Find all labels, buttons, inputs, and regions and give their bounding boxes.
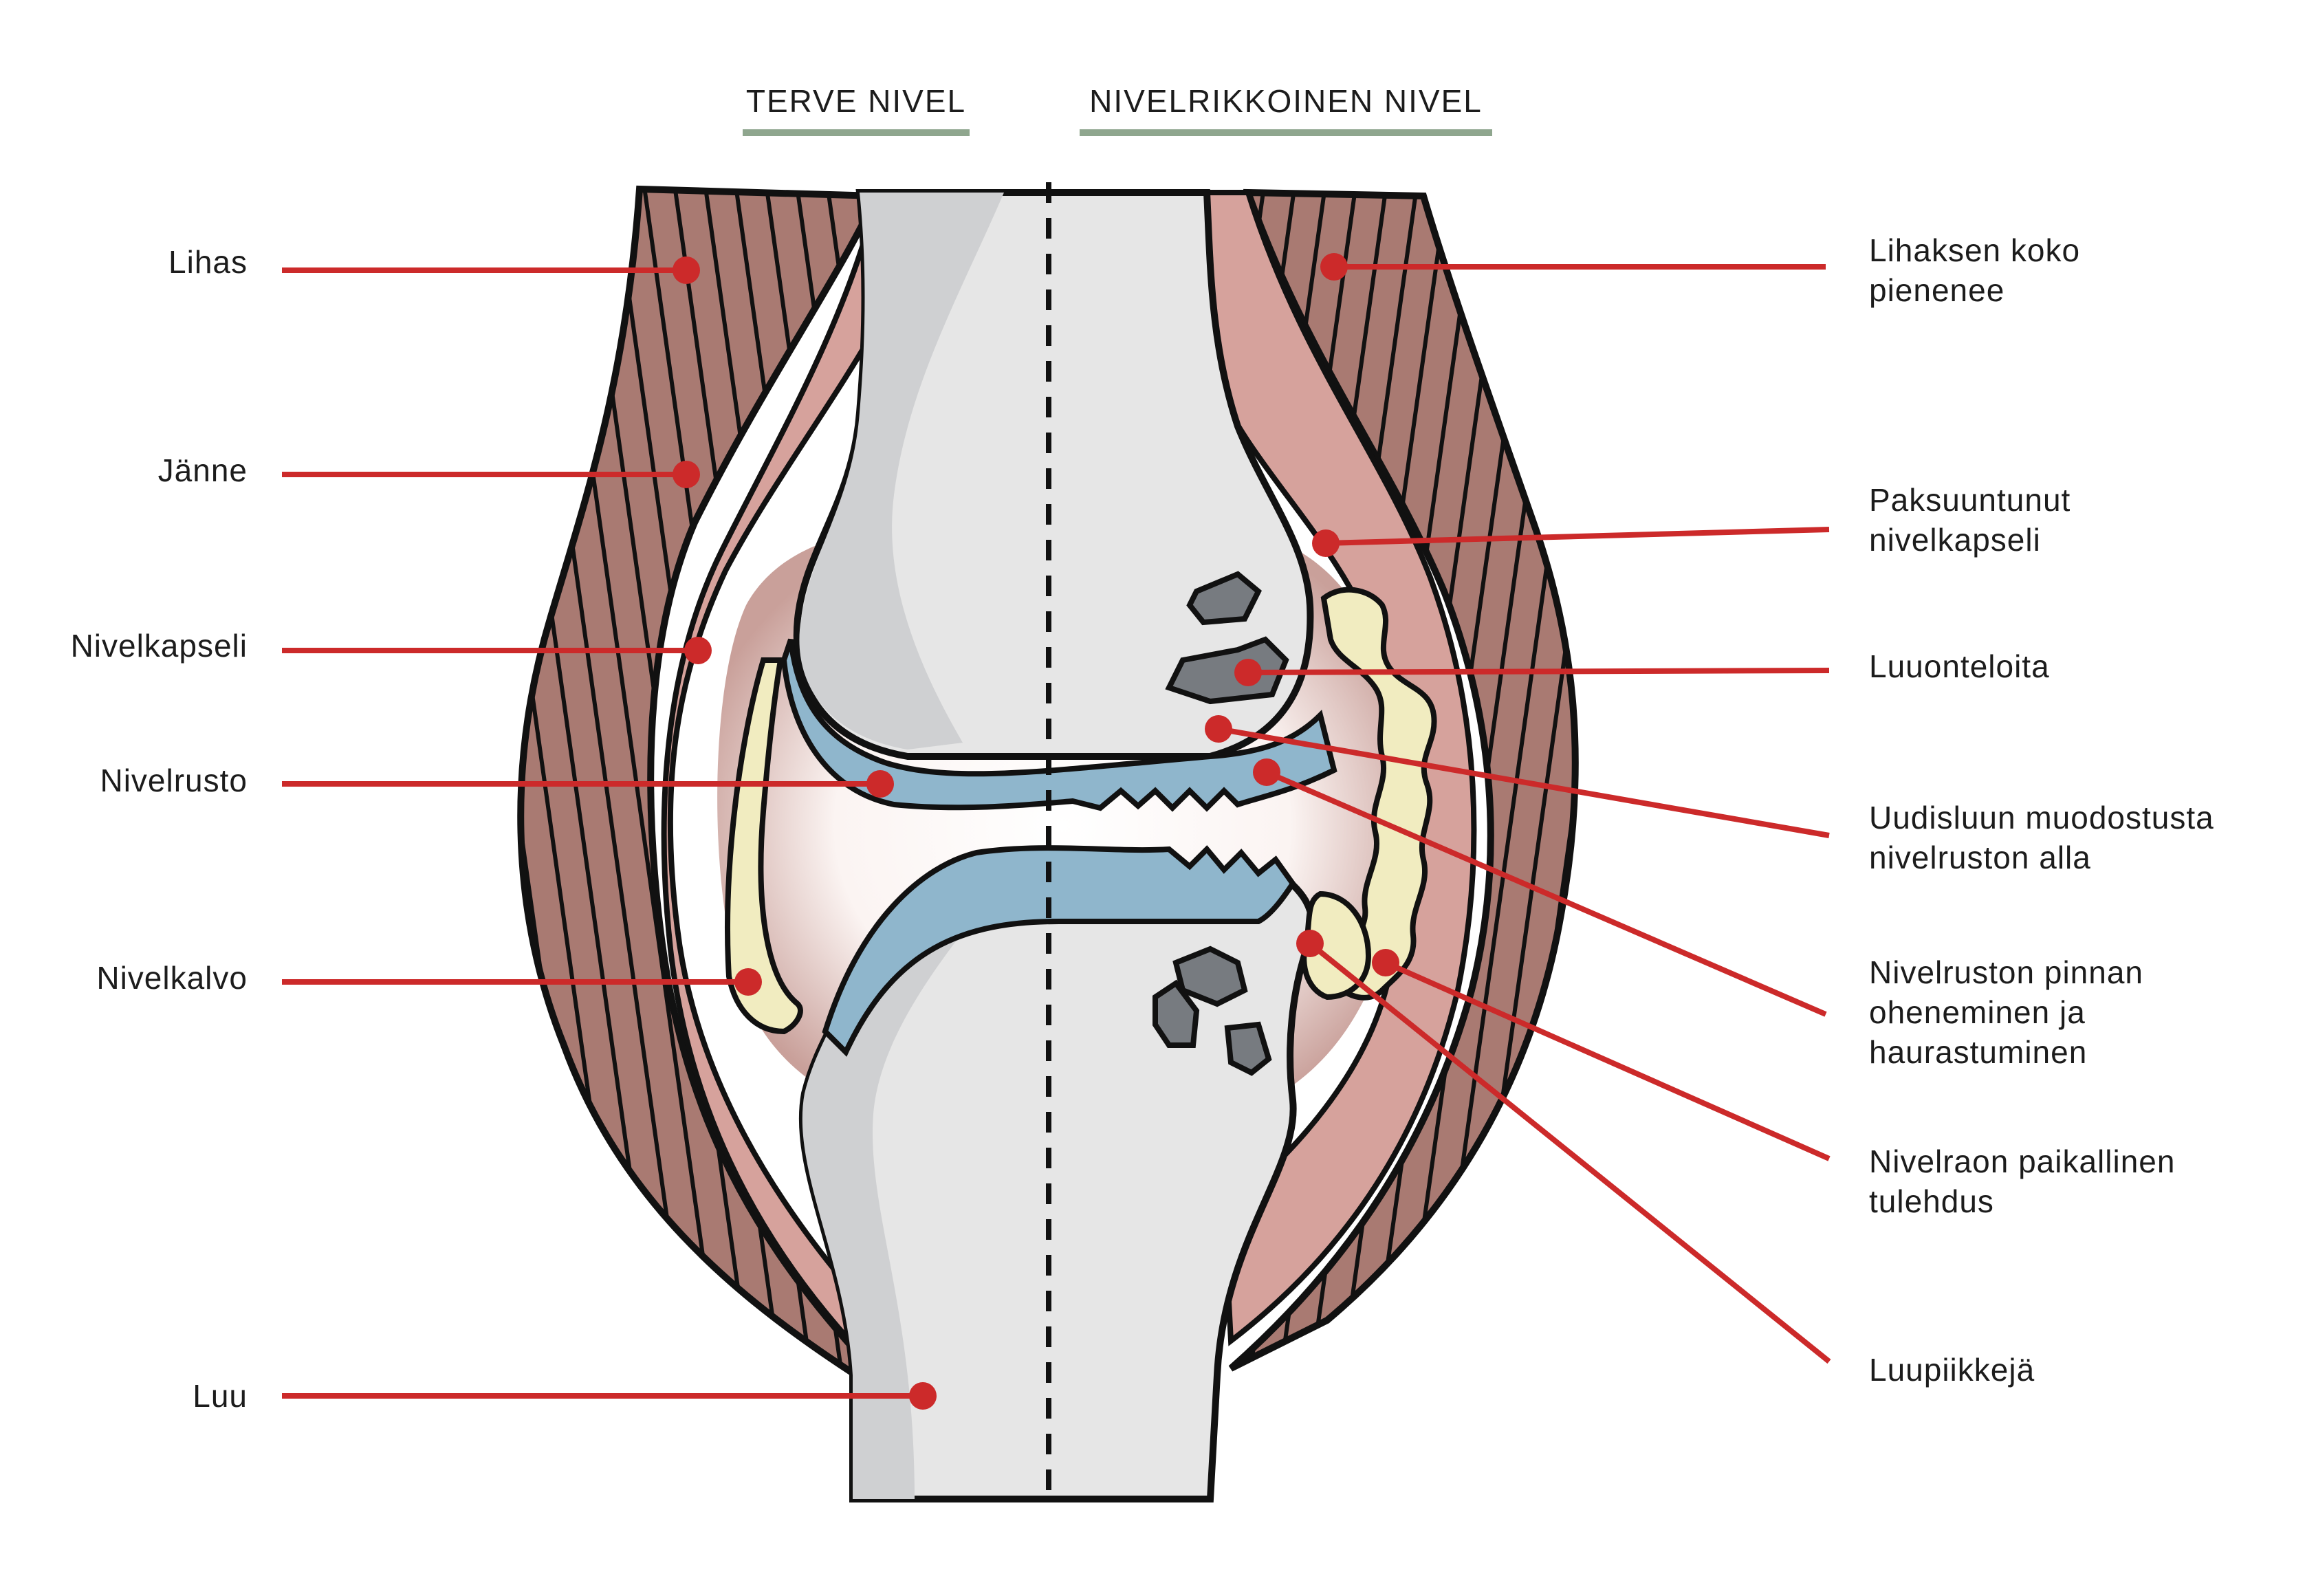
bone-fragment-4 <box>1152 979 1200 1048</box>
label-muscle: Lihas <box>168 244 248 280</box>
heading-healthy: TERVE NIVEL <box>743 83 970 136</box>
label-spurs: Luupiikkejä <box>1869 1350 2035 1390</box>
heading-healthy-underline <box>743 129 970 136</box>
label-cartilage: Nivelrusto <box>100 763 248 798</box>
bone-fragment-1 <box>1186 571 1262 626</box>
pointer-tendon-dot <box>673 461 700 488</box>
lower-cartilage <box>822 845 1296 1057</box>
label-cartilage-thinning-line-1: Nivelruston pinnan <box>1869 954 2144 990</box>
heading-arthritic-text: NIVELRIKKOINEN NIVEL <box>1089 83 1483 119</box>
pointer-bone-dot <box>909 1382 937 1410</box>
label-new-bone: Uudisluun muodostusta nivelruston alla <box>1869 798 2214 877</box>
pointer-new-bone-dot <box>1205 715 1232 743</box>
heading-arthritic-underline <box>1080 129 1492 136</box>
label-inflammation-line-2: tulehdus <box>1869 1183 1994 1219</box>
pointer-inflammation <box>1384 960 1831 1161</box>
label-muscle-shrinks-line-1: Lihaksen koko <box>1869 232 2081 268</box>
label-new-bone-line-2: nivelruston alla <box>1869 840 2091 875</box>
label-muscle-shrinks-line-2: pienenee <box>1869 272 2005 308</box>
left-synovium <box>725 657 803 1035</box>
right-pointers <box>1205 253 1831 1364</box>
label-thick-capsule-line-2: nivelkapseli <box>1869 522 2041 558</box>
right-synovium-lower <box>1301 890 1372 1001</box>
left-pointers <box>282 256 937 1410</box>
pointer-new-bone <box>1218 726 1830 838</box>
label-cartilage-thinning: Nivelruston pinnan oheneminen ja haurast… <box>1869 952 2143 1072</box>
pointer-cartilage-thinning <box>1265 769 1827 1017</box>
label-thick-capsule: Paksuuntunut nivelkapseli <box>1869 480 2071 560</box>
upper-bone-shade <box>799 193 1004 750</box>
label-inflammation: Nivelraon paikallinen tulehdus <box>1869 1141 2175 1221</box>
label-synovium: Nivelkalvo <box>96 960 248 996</box>
label-spurs-line-1: Luupiikkejä <box>1869 1352 2035 1388</box>
label-cartilage-thinning-line-2: oheneminen ja <box>1869 994 2086 1030</box>
pointer-muscle-dot <box>673 256 700 284</box>
label-thick-capsule-line-1: Paksuuntunut <box>1869 482 2071 518</box>
label-muscle-shrinks: Lihaksen koko pienenee <box>1869 230 2080 310</box>
pointer-bone-cysts-dot <box>1234 659 1262 686</box>
label-inflammation-line-1: Nivelraon paikallinen <box>1869 1144 2176 1179</box>
label-new-bone-line-1: Uudisluun muodostusta <box>1869 800 2214 835</box>
pointer-cartilage-thinning-dot <box>1253 758 1280 786</box>
upper-cartilage <box>780 638 1337 812</box>
label-capsule: Nivelkapseli <box>70 628 248 664</box>
right-muscle <box>1228 188 1579 1372</box>
pointer-thick-capsule <box>1325 527 1830 546</box>
label-cartilage-thinning-line-3: haurastuminen <box>1869 1034 2088 1070</box>
pointer-spurs-dot <box>1296 930 1324 957</box>
pointer-muscle-shrinks-dot <box>1320 253 1348 281</box>
bone-fragment-2 <box>1165 636 1289 705</box>
label-bone-cysts: Luuonteloita <box>1869 646 2050 686</box>
bone-fragment-5 <box>1224 1021 1272 1076</box>
label-bone-cysts-line-1: Luuonteloita <box>1869 648 2050 684</box>
pointer-bone-cysts <box>1247 668 1830 675</box>
heading-healthy-text: TERVE NIVEL <box>745 83 967 119</box>
pointer-cartilage-dot <box>866 770 894 798</box>
pointer-thick-capsule-dot <box>1312 529 1340 557</box>
heading-arthritic: NIVELRIKKOINEN NIVEL <box>1080 83 1492 136</box>
pointer-synovium-dot <box>734 968 762 996</box>
pointer-spurs <box>1308 941 1831 1364</box>
label-tendon: Jänne <box>157 452 248 488</box>
label-bone: Luu <box>193 1378 248 1414</box>
pointer-inflammation-dot <box>1372 949 1399 976</box>
pointer-capsule-dot <box>684 637 712 664</box>
